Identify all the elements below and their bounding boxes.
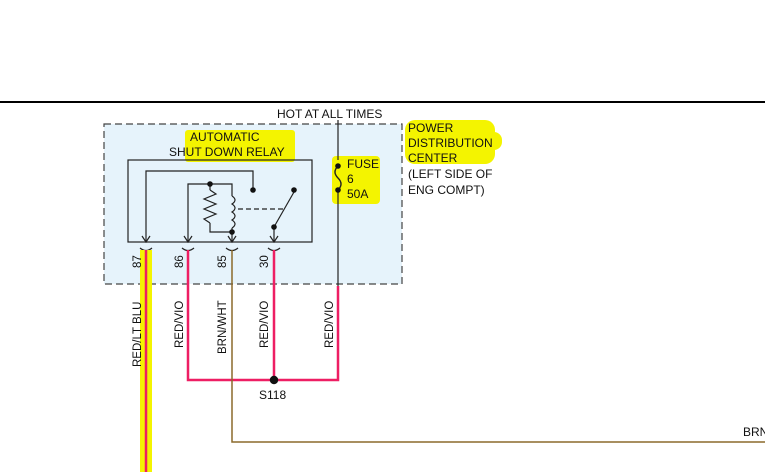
pdc-line2: DISTRIBUTION [408, 136, 493, 150]
pdc-line4: (LEFT SIDE OF [408, 167, 492, 181]
highlight-pdc-tail [470, 132, 502, 150]
pdc-line1: POWER [408, 121, 454, 135]
splice-dot [269, 375, 279, 385]
wire-label-85: BRN/WHT [217, 300, 229, 354]
wire-label-feed: RED/VIO [324, 301, 336, 348]
relay-body [127, 159, 313, 243]
pdc-line3: CENTER [408, 151, 458, 165]
wire-86 [186, 250, 274, 382]
fuse-label: FUSE [347, 157, 379, 171]
wire-label-30: RED/VIO [259, 301, 271, 348]
fuse-number: 6 [347, 172, 354, 186]
relay-dots [207, 181, 297, 235]
wire-label-87: RED/LT BLU [132, 302, 144, 367]
pdc-line5: ENG COMPT) [408, 183, 485, 197]
fuse-rating: 50A [347, 187, 368, 201]
splice-label: S118 [259, 388, 286, 402]
highlight-fuse [332, 156, 380, 204]
highlight-relay-title [185, 130, 295, 162]
wire-feed [274, 286, 340, 382]
relay-title-line2: SHUT DOWN RELAY [169, 145, 285, 159]
pin-label-86: 86 [174, 255, 186, 268]
fuse-dot-top [335, 163, 341, 169]
relay-title-line1: AUTOMATIC [190, 130, 260, 144]
pin-label-87: 87 [132, 255, 144, 268]
header-hot-at-all-times: HOT AT ALL TIMES [277, 107, 382, 121]
fuse-dot-bottom [335, 187, 341, 193]
wire-85 [231, 250, 765, 443]
relay-internals [145, 170, 295, 242]
highlight-pdc [405, 120, 495, 164]
pin-label-30: 30 [259, 255, 271, 268]
wire-label-86: RED/VIO [174, 301, 186, 348]
wire-label-right-edge: BRN [743, 425, 765, 439]
fuse-symbol [334, 165, 342, 191]
pin-label-85: 85 [217, 255, 229, 268]
